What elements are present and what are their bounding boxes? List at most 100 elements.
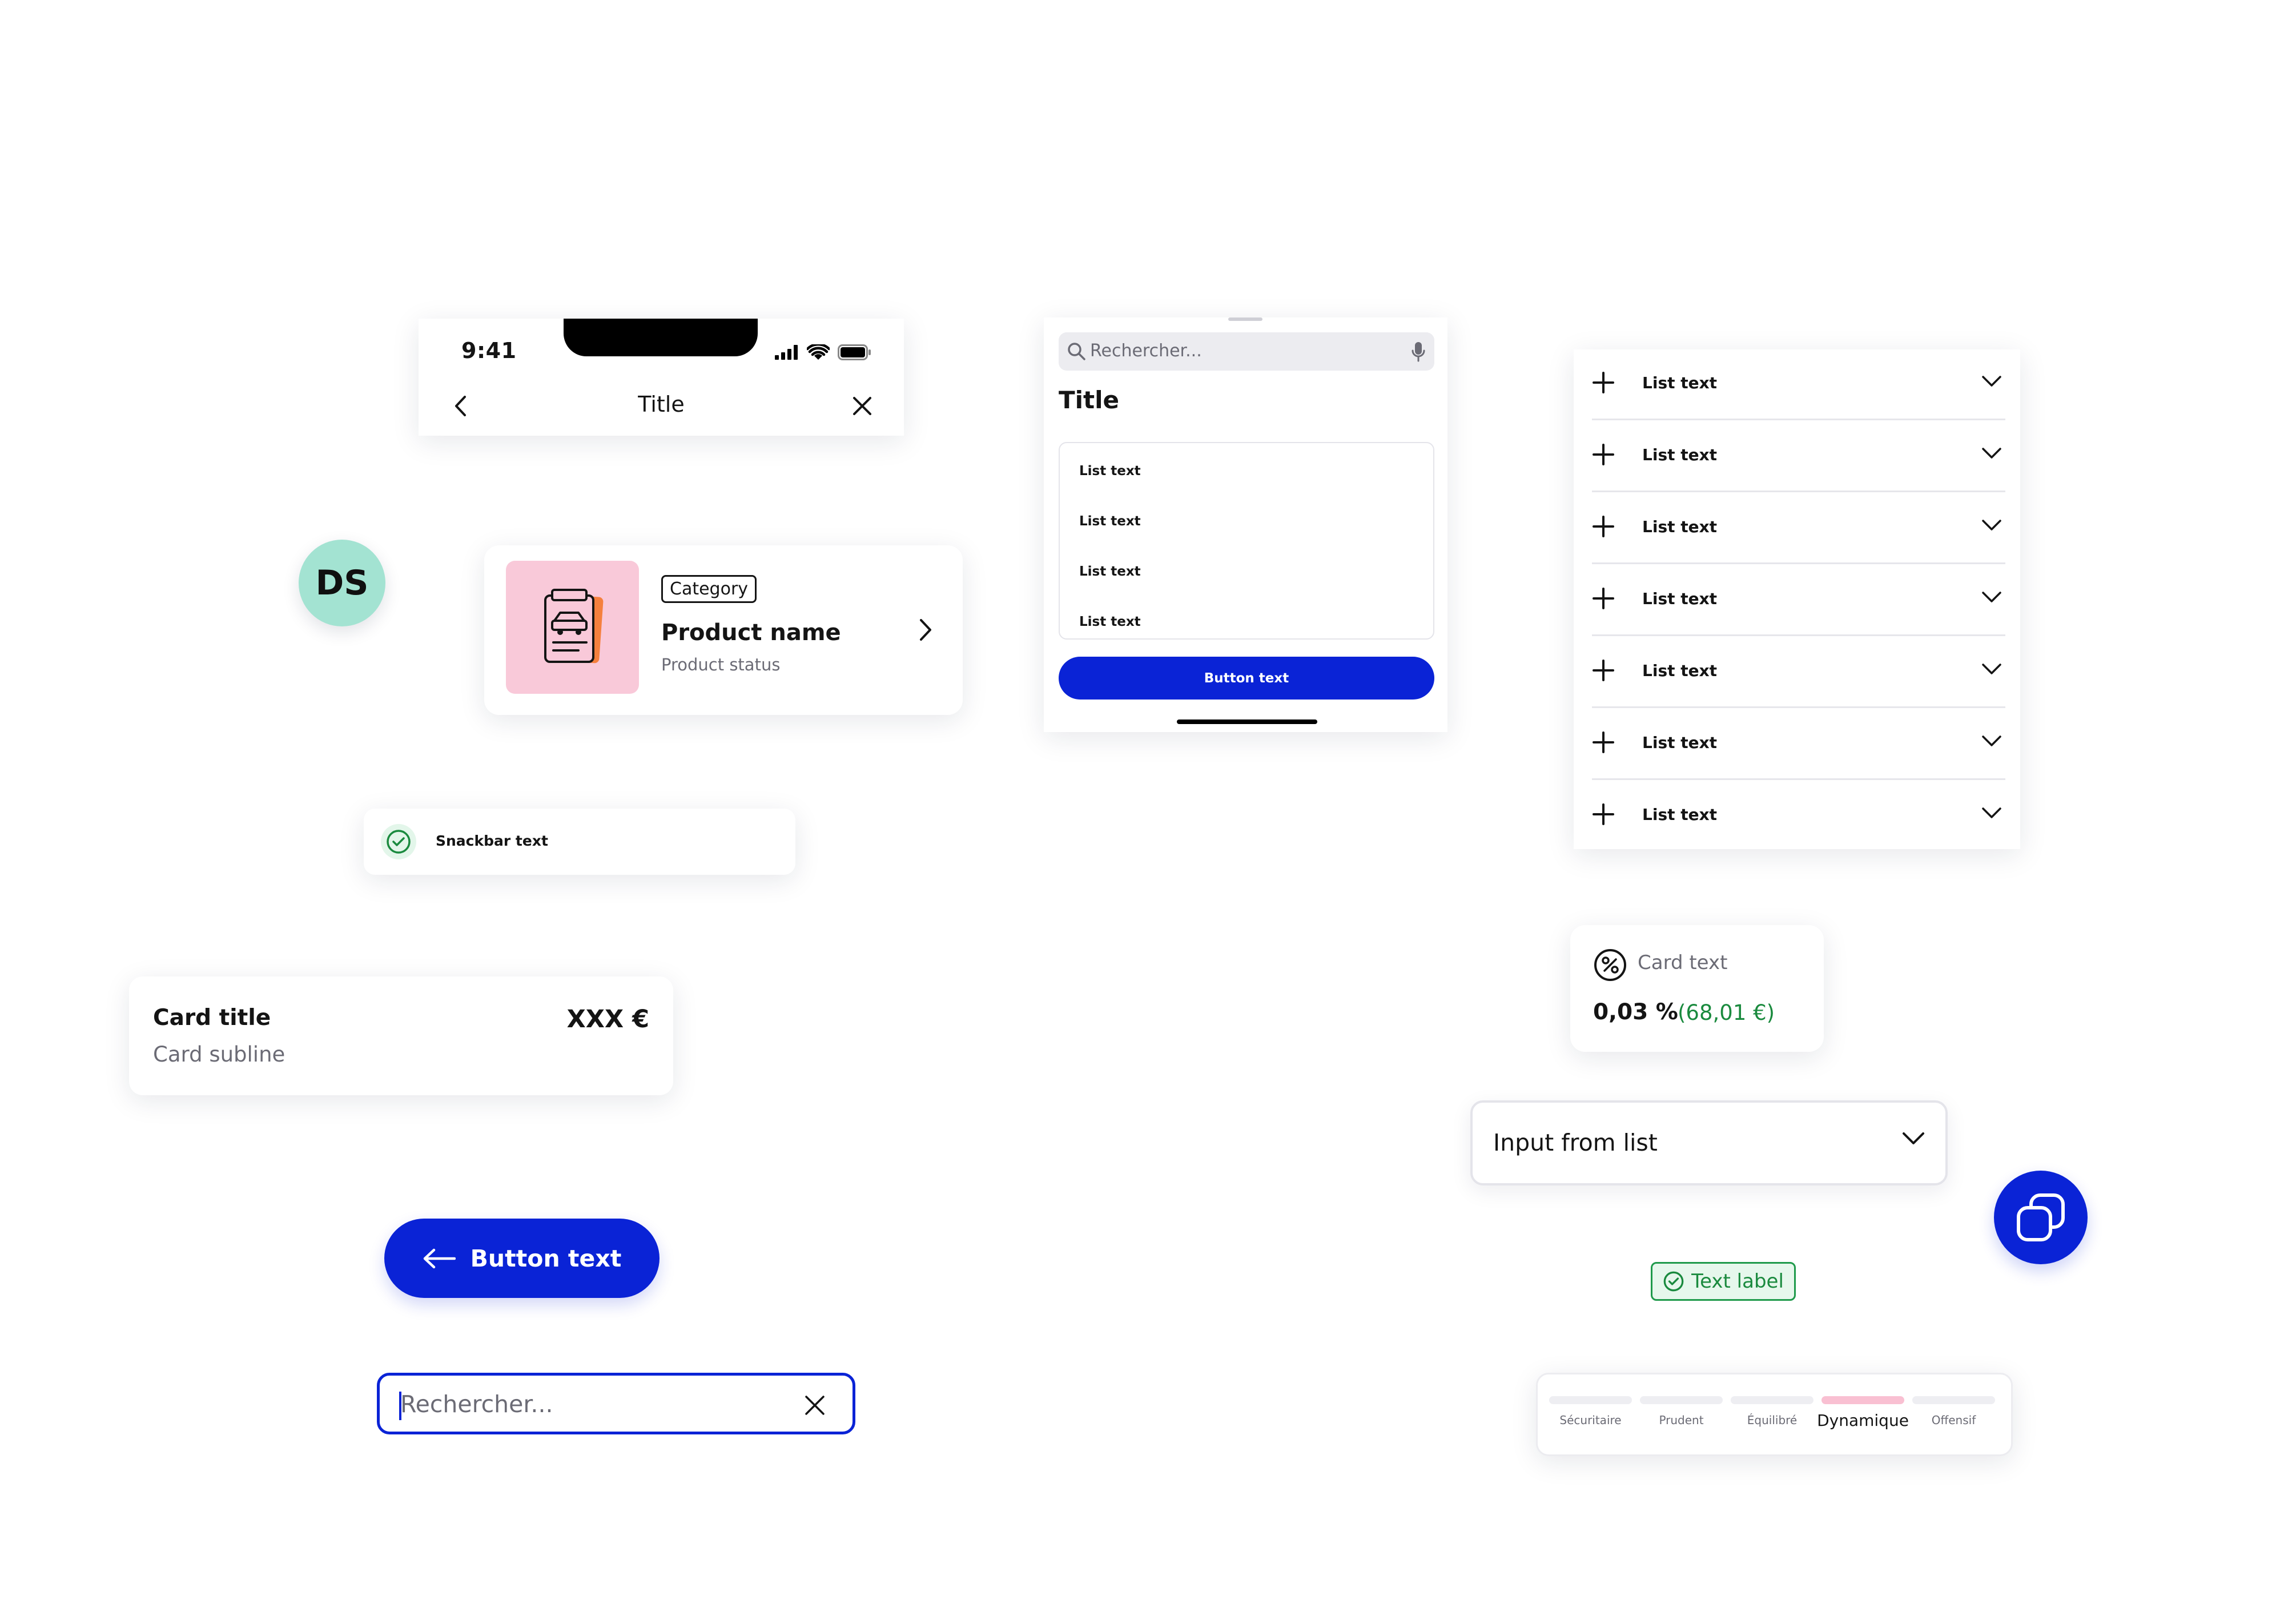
accordion-item-label: List text	[1642, 805, 1718, 824]
status-label-text: Text label	[1691, 1270, 1784, 1293]
accordion-item[interactable]: List text	[1592, 781, 2005, 852]
risk-option-label[interactable]: Dynamique	[1817, 1411, 1909, 1430]
chevron-down-icon	[1902, 1131, 1925, 1146]
sheet-list: List text List text List text List text	[1059, 442, 1434, 640]
divider	[1592, 562, 2005, 564]
card-subline: Card subline	[153, 1042, 286, 1067]
header-title: Title	[638, 392, 685, 417]
plus-icon	[1592, 803, 1615, 826]
avatar[interactable]: DS	[299, 540, 385, 626]
chevron-down-icon	[1981, 590, 2002, 604]
chevron-right-icon	[911, 613, 940, 647]
status-label: Text label	[1651, 1262, 1796, 1301]
risk-option-label[interactable]: Offensif	[1931, 1413, 1976, 1427]
search-input[interactable]: Rechercher...	[377, 1373, 855, 1434]
accordion-item[interactable]: List text	[1592, 565, 2005, 636]
risk-bar-segment[interactable]	[1912, 1396, 1995, 1404]
accordion-item[interactable]: List text	[1592, 637, 2005, 708]
product-status: Product status	[661, 655, 781, 674]
status-icons	[775, 344, 872, 360]
accordion-item[interactable]: List text	[1592, 709, 2005, 780]
rate-card[interactable]: Card text 0,03 % (68,01 €)	[1570, 925, 1824, 1052]
snackbar-text: Snackbar text	[436, 833, 548, 849]
text-caret	[399, 1392, 401, 1420]
status-time: 9:41	[461, 338, 517, 363]
sheet-button[interactable]: Button text	[1059, 657, 1434, 700]
risk-option-label[interactable]: Équilibré	[1747, 1413, 1798, 1427]
list-item[interactable]: List text	[1079, 514, 1141, 529]
product-name: Product name	[661, 620, 841, 646]
category-tag: Category	[661, 575, 757, 603]
phone-header: 9:41 Title	[419, 319, 904, 436]
snackbar: Snackbar text	[364, 809, 795, 875]
back-arrow-icon	[454, 395, 467, 417]
chevron-down-icon	[1981, 662, 2002, 676]
accordion-item-label: List text	[1642, 373, 1718, 392]
divider	[1592, 419, 2005, 420]
card-title: Card title	[153, 1005, 271, 1031]
rate-value: 0,03 %	[1593, 999, 1678, 1025]
plus-icon	[1592, 731, 1615, 754]
accordion-item-label: List text	[1642, 589, 1718, 608]
fab-button[interactable]	[1994, 1171, 2088, 1264]
primary-button-label: Button text	[470, 1244, 622, 1272]
price-card[interactable]: Card title Card subline XXX €	[129, 976, 673, 1095]
wifi-icon	[807, 344, 830, 360]
risk-bar-segment[interactable]	[1731, 1396, 1813, 1404]
risk-option-label[interactable]: Sécuritaire	[1559, 1413, 1622, 1427]
document-car-icon	[538, 588, 607, 668]
accordion-item[interactable]: List text	[1592, 349, 2005, 420]
list-item[interactable]: List text	[1079, 614, 1141, 629]
product-thumbnail	[506, 561, 639, 694]
risk-profile-selector: Sécuritaire Prudent Équilibré Dynamique Offe…	[1536, 1373, 2013, 1456]
risk-bar-segment[interactable]	[1821, 1396, 1904, 1404]
list-item[interactable]: List text	[1079, 564, 1141, 579]
chevron-down-icon	[1981, 447, 2002, 460]
back-button[interactable]	[440, 386, 480, 426]
rate-label: Card text	[1638, 951, 1728, 974]
close-button[interactable]	[842, 386, 882, 426]
risk-option-label[interactable]: Prudent	[1659, 1413, 1704, 1427]
primary-button[interactable]: Button text	[384, 1219, 660, 1298]
accordion-item-label: List text	[1642, 445, 1718, 464]
risk-bar-segment[interactable]	[1549, 1396, 1632, 1404]
list-item[interactable]: List text	[1079, 464, 1141, 479]
chevron-down-icon	[1981, 518, 2002, 532]
divider	[1592, 491, 2005, 492]
select-value: Input from list	[1493, 1129, 1658, 1156]
search-icon	[1067, 341, 1086, 361]
product-card[interactable]: Category Product name Product status	[484, 545, 963, 715]
sheet-title: Title	[1059, 386, 1120, 414]
accordion-item-label: List text	[1642, 517, 1718, 536]
clear-icon	[805, 1395, 825, 1416]
plus-icon	[1592, 587, 1615, 610]
accordion-item[interactable]: List text	[1592, 493, 2005, 564]
home-indicator	[1177, 719, 1317, 724]
battery-icon	[838, 344, 872, 360]
accordion-item-label: List text	[1642, 733, 1718, 752]
sheet-handle[interactable]	[1228, 317, 1262, 321]
check-circle-icon	[1663, 1271, 1684, 1292]
signal-icon	[775, 345, 799, 360]
plus-icon	[1592, 371, 1615, 394]
close-icon	[853, 396, 872, 416]
select-input[interactable]: Input from list	[1470, 1100, 1948, 1185]
arrow-left-icon	[423, 1248, 456, 1269]
risk-bar-segment[interactable]	[1640, 1396, 1723, 1404]
bottom-sheet: Rechercher... Title List text List text …	[1044, 317, 1447, 732]
search-placeholder: Rechercher...	[400, 1390, 553, 1418]
clear-button[interactable]	[799, 1389, 831, 1421]
accordion-item[interactable]: List text	[1592, 421, 2005, 492]
chevron-down-icon	[1981, 806, 2002, 820]
accordion-item-label: List text	[1642, 661, 1718, 680]
microphone-icon[interactable]	[1412, 341, 1425, 362]
percent-icon	[1593, 948, 1627, 982]
sheet-search-placeholder: Rechercher...	[1090, 341, 1202, 361]
chevron-down-icon	[1981, 375, 2002, 388]
phone-notch	[564, 319, 758, 356]
sheet-search-input[interactable]: Rechercher...	[1059, 332, 1434, 371]
check-circle-icon	[381, 824, 416, 859]
divider	[1592, 634, 2005, 636]
plus-icon	[1592, 515, 1615, 538]
